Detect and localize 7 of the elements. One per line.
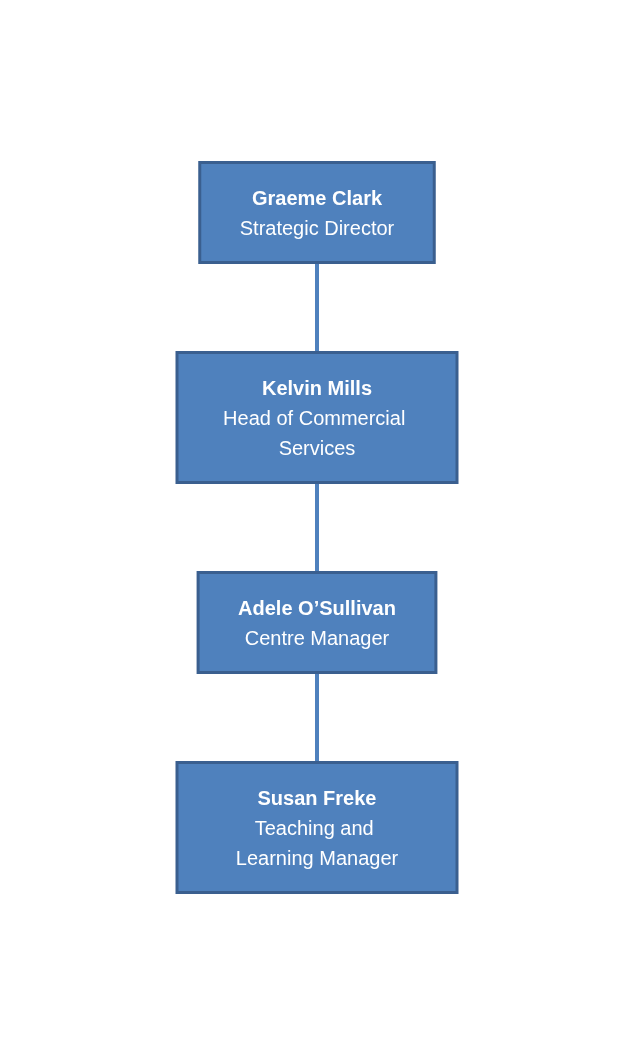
node-box: Susan Freke Teaching and Learning Manager bbox=[175, 761, 459, 894]
node-box: Kelvin Mills Head of Commercial Services bbox=[175, 351, 459, 484]
node-box: Adele O’Sullivan Centre Manager bbox=[196, 571, 438, 674]
connector bbox=[315, 482, 319, 573]
connector bbox=[315, 262, 319, 353]
connector bbox=[315, 672, 319, 763]
node-box: Graeme Clark Strategic Director bbox=[198, 161, 436, 264]
